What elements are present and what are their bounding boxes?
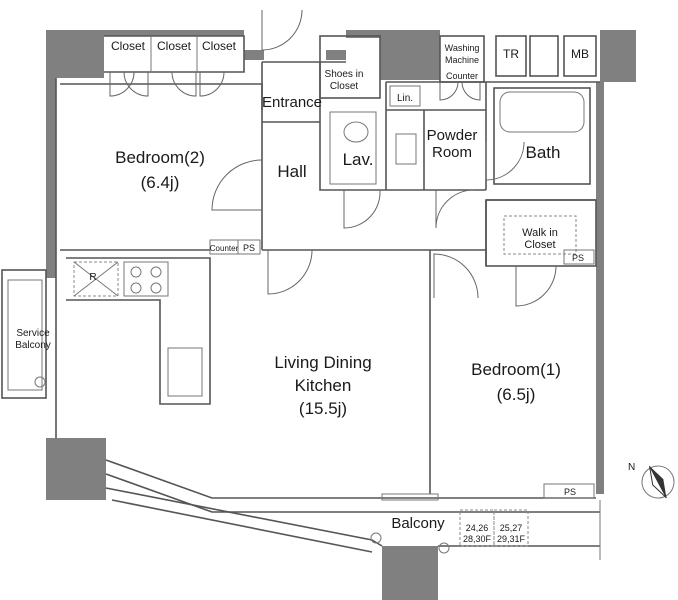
service-balcony-line2: Balcony xyxy=(15,340,51,351)
outdoor-unit-2-line2: 29,31F xyxy=(497,534,526,544)
closet-label-1: Closet xyxy=(111,39,146,53)
refrigerator-label: R xyxy=(89,272,96,283)
washing-line1: Washing xyxy=(445,43,480,53)
wall-top-strip xyxy=(104,30,244,36)
shoes-closet-line1: Shoes in xyxy=(325,69,364,80)
ps-label-bottom: PS xyxy=(564,487,576,497)
entrance-label: Entrance xyxy=(262,94,322,111)
column-top-right xyxy=(600,30,636,82)
washing-line3: Counter xyxy=(446,71,478,81)
wall-right xyxy=(596,82,604,494)
wall-entrance-top xyxy=(244,50,264,60)
ps-label-hall: PS xyxy=(243,243,255,253)
tr-label: TR xyxy=(503,47,519,61)
outdoor-unit-1-line2: 28,30F xyxy=(463,534,492,544)
bath-label: Bath xyxy=(526,143,561,162)
bedroom2-name: Bedroom(2) xyxy=(115,148,205,167)
counter-label: Counter xyxy=(210,244,239,253)
ldk-line2: Kitchen xyxy=(295,376,352,395)
mb-label: MB xyxy=(571,47,589,61)
closet-label-3: Closet xyxy=(202,39,237,53)
balcony-label: Balcony xyxy=(391,515,445,532)
wall-left-upper xyxy=(46,78,56,278)
hall-label: Hall xyxy=(277,162,306,181)
column-bottom-left xyxy=(46,438,106,500)
wall-pipe-column xyxy=(380,30,440,80)
ldk-line1: Living Dining xyxy=(274,353,371,372)
service-balcony-line1: Service xyxy=(16,328,50,339)
outdoor-unit-2-line1: 25,27 xyxy=(500,523,523,533)
lav-label: Lav. xyxy=(343,150,374,169)
structural-walls xyxy=(46,30,636,600)
walk-in-closet-line1: Walk in xyxy=(522,227,558,239)
column-balcony xyxy=(382,546,438,600)
bedroom1-size: (6.5j) xyxy=(497,385,536,404)
bedroom2-size: (6.4j) xyxy=(141,173,180,192)
walk-in-closet-line2: Closet xyxy=(524,239,555,251)
linen-label: Lin. xyxy=(397,93,413,104)
interior-walls xyxy=(1,35,601,560)
outdoor-unit-1-line1: 24,26 xyxy=(466,523,489,533)
room-labels: Bedroom(2) (6.4j) Hall Entrance Lav. Pow… xyxy=(15,94,561,532)
closet-label-2: Closet xyxy=(157,39,192,53)
ps-label-closet: PS xyxy=(572,253,584,263)
shoes-closet-line2: Closet xyxy=(330,81,359,92)
compass-north-label: N xyxy=(628,462,635,473)
north-compass xyxy=(641,465,675,499)
fixture-labels: Closet Closet Closet Shoes in Closet Was… xyxy=(89,39,589,544)
wall-entrance-right xyxy=(326,50,346,60)
bedroom1-name: Bedroom(1) xyxy=(471,360,561,379)
ldk-size: (15.5j) xyxy=(299,399,347,418)
door-swings xyxy=(109,9,557,307)
powder-room-line1: Powder xyxy=(427,127,478,144)
column-top-left xyxy=(46,30,104,78)
powder-room-line2: Room xyxy=(432,144,472,161)
washing-line2: Machine xyxy=(445,55,479,65)
